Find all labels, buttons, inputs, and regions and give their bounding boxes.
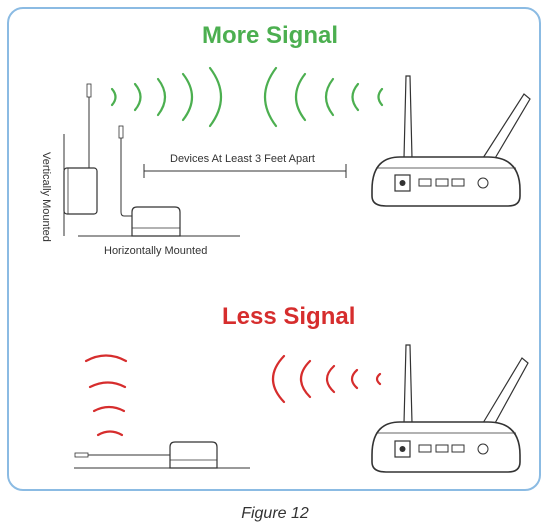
- less-signal-title: Less Signal: [222, 303, 356, 330]
- signal-wave-icon: [110, 66, 384, 128]
- more-signal-scene: [63, 66, 531, 237]
- router-icon: [371, 344, 529, 473]
- router-icon: [371, 75, 531, 207]
- vertical-mount-label: Vertically Mounted: [40, 152, 52, 242]
- horizontal-sensor-icon: [118, 125, 181, 237]
- vertical-sensor-icon: [63, 83, 98, 215]
- distance-label: Devices At Least 3 Feet Apart: [170, 153, 315, 165]
- weak-signal-wave-icon: [84, 354, 382, 437]
- horizontal-mount-label: Horizontally Mounted: [104, 245, 208, 257]
- less-signal-scene: [74, 344, 529, 473]
- distance-dimension: [143, 164, 347, 178]
- more-signal-title: More Signal: [202, 22, 339, 49]
- figure-caption: Figure 12: [241, 505, 309, 522]
- flat-antenna-sensor-icon: [74, 441, 218, 469]
